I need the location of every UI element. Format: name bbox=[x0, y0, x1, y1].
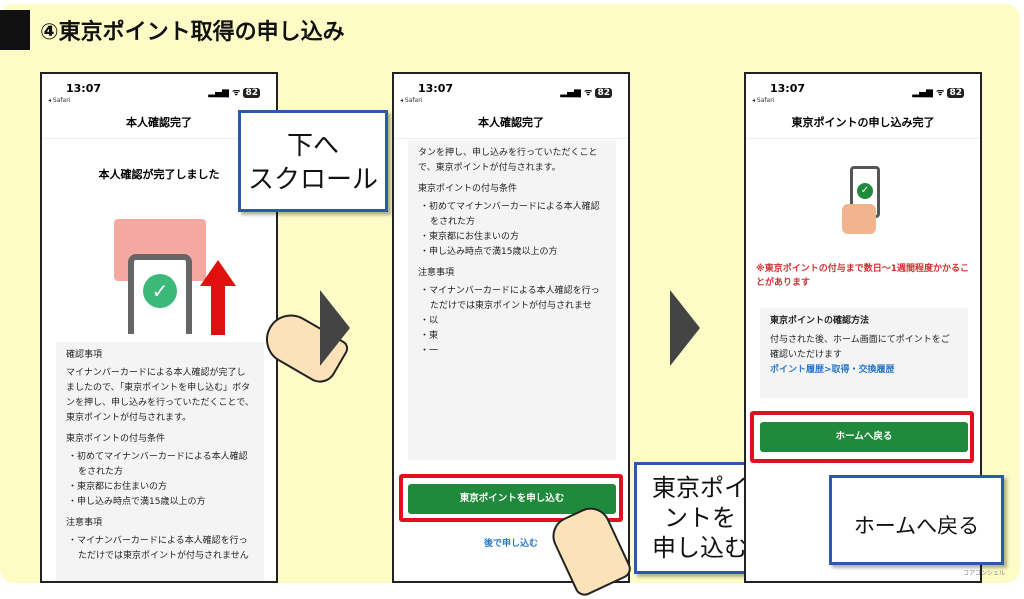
status-bar: 13:07 ◂ Safari ▂▄▆ ᯤ 82 bbox=[394, 74, 628, 106]
conditions-title: 東京ポイントの付与条件 bbox=[418, 184, 518, 194]
info-text: 付与された後、ホーム画面にてポイントをご確認いただけます bbox=[770, 335, 950, 360]
status-icons: ▂▄▆ ᯤ 82 bbox=[560, 88, 612, 98]
status-time: 13:07 bbox=[770, 82, 806, 95]
note-item: マイナンバーカードによる本人確認を行っただけでは東京ポイントが付与されませ bbox=[418, 284, 606, 314]
confirm-text: マイナンバーカードによる本人確認が完了しましたので、「東京ポイントを申し込む」ボ… bbox=[66, 368, 254, 423]
safari-back-link[interactable]: ◂ Safari bbox=[752, 97, 775, 104]
scroll-up-arrow-shaft bbox=[211, 285, 225, 335]
notes-title: 注意事項 bbox=[418, 268, 455, 278]
warning-text: ※東京ポイントの付与まで数日〜1週間程度かかることがあります bbox=[756, 264, 970, 288]
watermark-logo: コアコンシェル bbox=[963, 570, 1006, 577]
status-bar: 13:07 ◂ Safari ▂▄▆ ᯤ 82 bbox=[746, 74, 980, 106]
point-history-link[interactable]: ポイント履歴>取得・交換履歴 bbox=[770, 365, 895, 375]
conditions-list: 初めてマイナンバーカードによる本人確認をされた方 東京都にお住まいの方 申し込み… bbox=[66, 450, 254, 510]
phone-check-illustration: ✓ bbox=[128, 254, 192, 334]
confirm-title: 確認事項 bbox=[66, 350, 103, 360]
scroll-up-arrow-icon bbox=[200, 260, 236, 286]
conditions-title: 東京ポイントの付与条件 bbox=[66, 434, 166, 444]
hand-illustration bbox=[842, 204, 876, 234]
next-step-arrow-icon bbox=[320, 290, 350, 366]
status-icons: ▂▄▆ ᯤ 82 bbox=[912, 88, 964, 98]
apply-later-link[interactable]: 後で申し込む bbox=[483, 539, 538, 549]
condition-item: 申し込み時点で満15歳以上の方 bbox=[66, 495, 254, 510]
note-item: マイナンバーカードによる本人確認を行っただけでは東京ポイントが付与されません bbox=[66, 534, 254, 564]
condition-item: 初めてマイナンバーカードによる本人確認をされた方 bbox=[66, 450, 254, 480]
check-icon: ✓ bbox=[143, 274, 177, 308]
callout-scroll: 下へ スクロール bbox=[238, 110, 388, 212]
notes-title: 注意事項 bbox=[66, 518, 103, 528]
next-step-arrow-icon bbox=[670, 290, 700, 366]
screen-header: 本人確認完了 bbox=[42, 114, 276, 139]
screen-header: 東京ポイントの申し込み完了 bbox=[746, 114, 980, 139]
highlight-frame bbox=[750, 411, 974, 463]
check-icon: ✓ bbox=[857, 183, 873, 199]
return-home-button[interactable]: ホームへ戻る bbox=[760, 422, 968, 452]
note-item: 東 bbox=[418, 329, 606, 344]
note-item: 一 bbox=[418, 344, 606, 359]
status-icons: ▂▄▆ ᯤ 82 bbox=[208, 88, 260, 98]
note-item: 以 bbox=[418, 314, 606, 329]
confirmation-box: タンを押し、申し込みを行っていただくことで、東京ポイントが付与されます。 東京ポ… bbox=[408, 140, 616, 460]
info-title: 東京ポイントの確認方法 bbox=[770, 316, 870, 326]
condition-item: 申し込み時点で満15歳以上の方 bbox=[418, 245, 606, 260]
completion-heading: 本人確認が完了しました bbox=[98, 168, 220, 181]
status-time: 13:07 bbox=[66, 82, 102, 95]
status-bar: 13:07 ◂ Safari ▂▄▆ ᯤ 82 bbox=[42, 74, 276, 106]
safari-back-link[interactable]: ◂ Safari bbox=[400, 97, 423, 104]
confirm-text: タンを押し、申し込みを行っていただくことで、東京ポイントが付与されます。 bbox=[418, 148, 598, 173]
condition-item: 東京都にお住まいの方 bbox=[418, 230, 606, 245]
confirmation-box: 確認事項 マイナンバーカードによる本人確認が完了しましたので、「東京ポイントを申… bbox=[56, 342, 264, 581]
callout-home: ホームへ戻る bbox=[829, 475, 1004, 565]
highlight-frame bbox=[399, 474, 623, 522]
info-box: 東京ポイントの確認方法 付与された後、ホーム画面にてポイントをご確認いただけます… bbox=[760, 308, 968, 398]
safari-back-link[interactable]: ◂ Safari bbox=[48, 97, 71, 104]
screen-header: 本人確認完了 bbox=[394, 114, 628, 139]
condition-item: 東京都にお住まいの方 bbox=[66, 480, 254, 495]
slide-title: ④東京ポイント取得の申し込み bbox=[40, 20, 345, 45]
status-time: 13:07 bbox=[418, 82, 454, 95]
title-marker bbox=[0, 10, 30, 50]
condition-item: 初めてマイナンバーカードによる本人確認をされた方 bbox=[418, 200, 606, 230]
phone-screen-2: 13:07 ◂ Safari ▂▄▆ ᯤ 82 本人確認完了 タンを押し、申し込… bbox=[392, 72, 630, 583]
